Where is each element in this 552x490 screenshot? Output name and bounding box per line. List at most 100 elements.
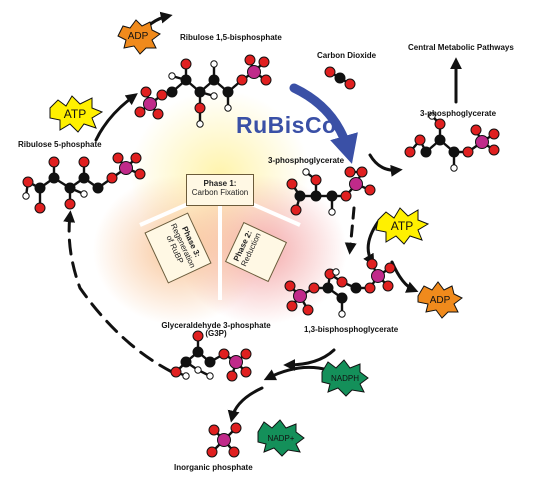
oxygen-atom — [364, 184, 376, 196]
adp-right-badge — [417, 281, 463, 319]
phosphorus-atom — [293, 289, 307, 303]
oxygen-atom — [134, 106, 146, 118]
oxygen-atom — [78, 156, 90, 168]
oxygen-atom — [206, 446, 218, 458]
hydrogen-atom — [196, 120, 204, 128]
oxygen-atom — [152, 108, 164, 120]
oxygen-atom — [290, 204, 302, 216]
phosphorus-atom — [143, 97, 157, 111]
g3p-molecule — [170, 330, 252, 382]
oxygen-atom — [228, 446, 240, 458]
oxygen-atom — [156, 89, 168, 101]
oxygen-atom — [180, 58, 192, 70]
nadp-badge — [257, 419, 305, 457]
oxygen-atom — [302, 304, 314, 316]
oxygen-atom — [192, 330, 204, 342]
carbon-atom — [322, 282, 334, 294]
phosphorus-atom — [475, 135, 489, 149]
oxygen-atom — [488, 144, 500, 156]
carbon-atom — [180, 74, 192, 86]
carbon-atom — [194, 86, 206, 98]
arrow-r5p-to-rubp — [94, 93, 138, 142]
hydrogen-atom — [302, 168, 310, 176]
atp-right-badge — [375, 207, 430, 245]
oxygen-atom — [414, 134, 426, 146]
hydrogen-atom — [224, 104, 232, 112]
carbon-atom — [420, 146, 432, 158]
arrow-nadph — [263, 365, 330, 381]
oxygen-atom — [470, 124, 482, 136]
carbon-atom — [350, 282, 362, 294]
phosphorus-atom — [349, 177, 363, 191]
adp-right-text: ADP — [430, 295, 451, 306]
carbon-atom — [78, 172, 90, 184]
carbon-atom — [310, 190, 322, 202]
pga-out-label: 3-phosphoglycerate — [420, 109, 497, 118]
carbon-atom — [48, 172, 60, 184]
oxygen-atom — [112, 152, 124, 164]
oxygen-atom — [286, 178, 298, 190]
g3p-name: Glyceraldehyde 3-phosphate — [161, 321, 271, 330]
pi-label: Inorganic phosphate — [174, 463, 253, 472]
oxygen-atom — [22, 176, 34, 188]
arrow-pga-to-central — [368, 153, 403, 177]
co2-molecule — [324, 66, 356, 90]
oxygen-atom — [230, 422, 242, 434]
nadp-text: NADP+ — [268, 434, 295, 443]
oxygen-atom — [236, 74, 248, 86]
hydrogen-atom — [206, 372, 214, 380]
oxygen-atom — [170, 366, 182, 378]
pga-molecule — [286, 166, 376, 216]
oxygen-atom — [404, 146, 416, 158]
oxygen-atom — [488, 128, 500, 140]
oxygen-atom — [106, 172, 118, 184]
carbon-atom — [434, 134, 446, 146]
carbon-atom — [34, 182, 46, 194]
adp-top-text: ADP — [128, 31, 149, 42]
phosphorus-atom — [371, 269, 385, 283]
oxygen-atom — [218, 348, 230, 360]
rubisco-label: RuBisCo — [236, 112, 337, 138]
rubisco-arrow — [289, 83, 358, 164]
oxygen-atom — [344, 166, 356, 178]
pga-out-molecule — [404, 112, 500, 172]
oxygen-atom — [48, 156, 60, 168]
bpg-label: 1,3-bisphosphoglycerate — [304, 325, 399, 334]
carbon-atom — [222, 86, 234, 98]
bpg-molecule — [284, 258, 396, 318]
hydrogen-atom — [194, 366, 202, 374]
badges: ADP ATP ATP ADP NADPH NADP+ — [49, 19, 463, 457]
oxygen-atom — [260, 74, 272, 86]
oxygen-atom — [356, 166, 368, 178]
arrow-pga-to-bpg-dashed — [344, 206, 357, 255]
pga-label: 3-phosphoglycerate — [268, 156, 345, 165]
nadph-text: NADPH — [331, 374, 359, 383]
hydrogen-atom — [338, 310, 346, 318]
co2-label: Carbon Dioxide — [317, 51, 377, 60]
oxygen-atom — [130, 152, 142, 164]
oxygen-atom — [286, 300, 298, 312]
oxygen-atom — [64, 198, 76, 210]
oxygen-atom — [244, 54, 256, 66]
carbon-atom — [334, 72, 346, 84]
oxygen-atom — [226, 370, 238, 382]
hydrogen-atom — [428, 112, 436, 120]
oxygen-atom — [34, 202, 46, 214]
carbon-atom — [192, 346, 204, 358]
phase1-text: Carbon Fixation — [191, 188, 249, 198]
oxygen-atom — [324, 66, 336, 78]
arrow-g3p-to-regen — [63, 210, 174, 374]
rubp-label: Ribulose 1,5-bisphosphate — [180, 33, 282, 42]
oxygen-atom — [240, 348, 252, 360]
oxygen-atom — [462, 146, 474, 158]
oxygen-atom — [240, 366, 252, 378]
hydrogen-atom — [168, 72, 176, 80]
oxygen-atom — [194, 102, 206, 114]
hydrogen-atom — [22, 192, 30, 200]
oxygen-atom — [284, 280, 296, 292]
oxygen-atom — [340, 190, 352, 202]
oxygen-atom — [344, 78, 356, 90]
central-pathways-label: Central Metabolic Pathways — [408, 43, 514, 52]
carbon-atom — [208, 74, 220, 86]
